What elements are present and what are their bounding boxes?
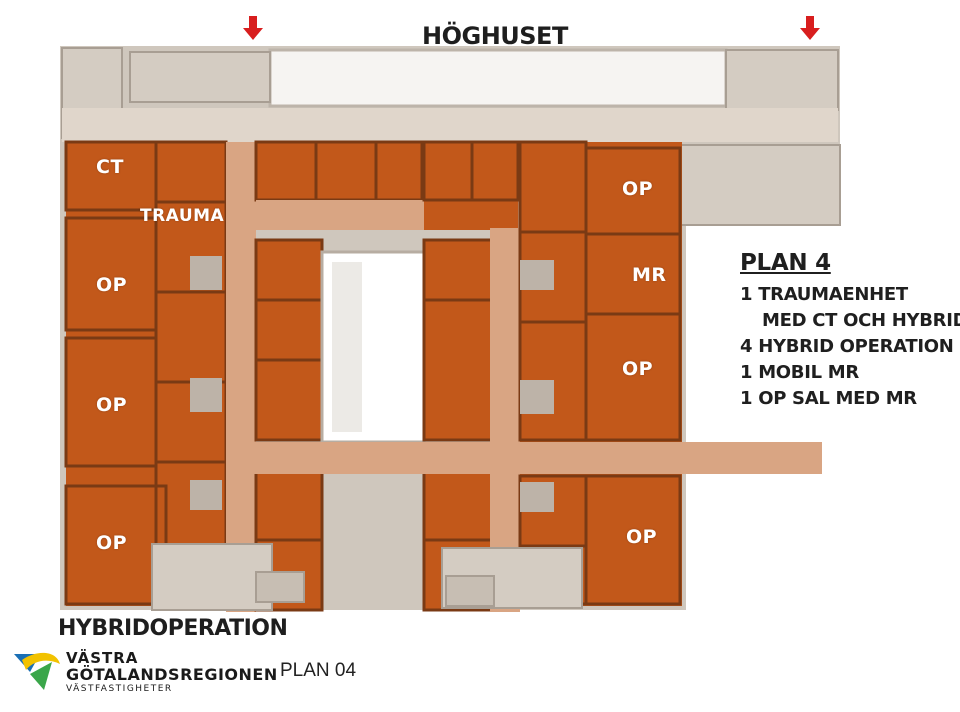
room-label-op: OP (626, 526, 658, 548)
bottom-corridor (226, 442, 822, 474)
room-label-op: OP (96, 274, 128, 296)
legend-item: MED CT OCH HYBRID (762, 310, 960, 331)
left-corridor (226, 142, 256, 612)
legend-item: 1 TRAUMAENHET (740, 284, 908, 305)
vgr-logo-icon (14, 652, 60, 690)
arrow-down-icon (243, 16, 263, 40)
arrow-down-icon (800, 16, 820, 40)
legend-item: 4 HYBRID OPERATION (740, 336, 954, 357)
hoghuset-void (268, 48, 728, 108)
room-label-op: OP (96, 532, 128, 554)
right-wing (520, 142, 682, 606)
vgr-logo-text: VÄSTRA GÖTALANDSREGIONEN VÄSTFASTIGHETER (66, 650, 278, 695)
plan-code: PLAN 04 (280, 660, 357, 681)
room-label-ct: CT (96, 156, 124, 178)
room-label-op: OP (96, 394, 128, 416)
top-corridor (62, 108, 838, 142)
legend-item: 1 OP SAL MED MR (740, 388, 917, 409)
legend-item: 1 MOBIL MR (740, 362, 859, 383)
page-title: HYBRIDOPERATION (58, 616, 288, 641)
room-label-op: OP (622, 178, 654, 200)
building-label: HÖGHUSET (422, 22, 568, 50)
room-label-mr: MR (632, 264, 667, 286)
room-label-op: OP (622, 358, 654, 380)
logo-line1: VÄSTRA (66, 649, 139, 667)
logo-line3: VÄSTFASTIGHETER (66, 684, 173, 694)
logo-line2: GÖTALANDSREGIONEN (66, 665, 278, 684)
plan-legend: PLAN 4 1 TRAUMAENHET MED CT OCH HYBRID 4… (740, 250, 960, 412)
legend-title: PLAN 4 (740, 250, 831, 276)
room-label-trauma: TRAUMA (140, 206, 225, 226)
